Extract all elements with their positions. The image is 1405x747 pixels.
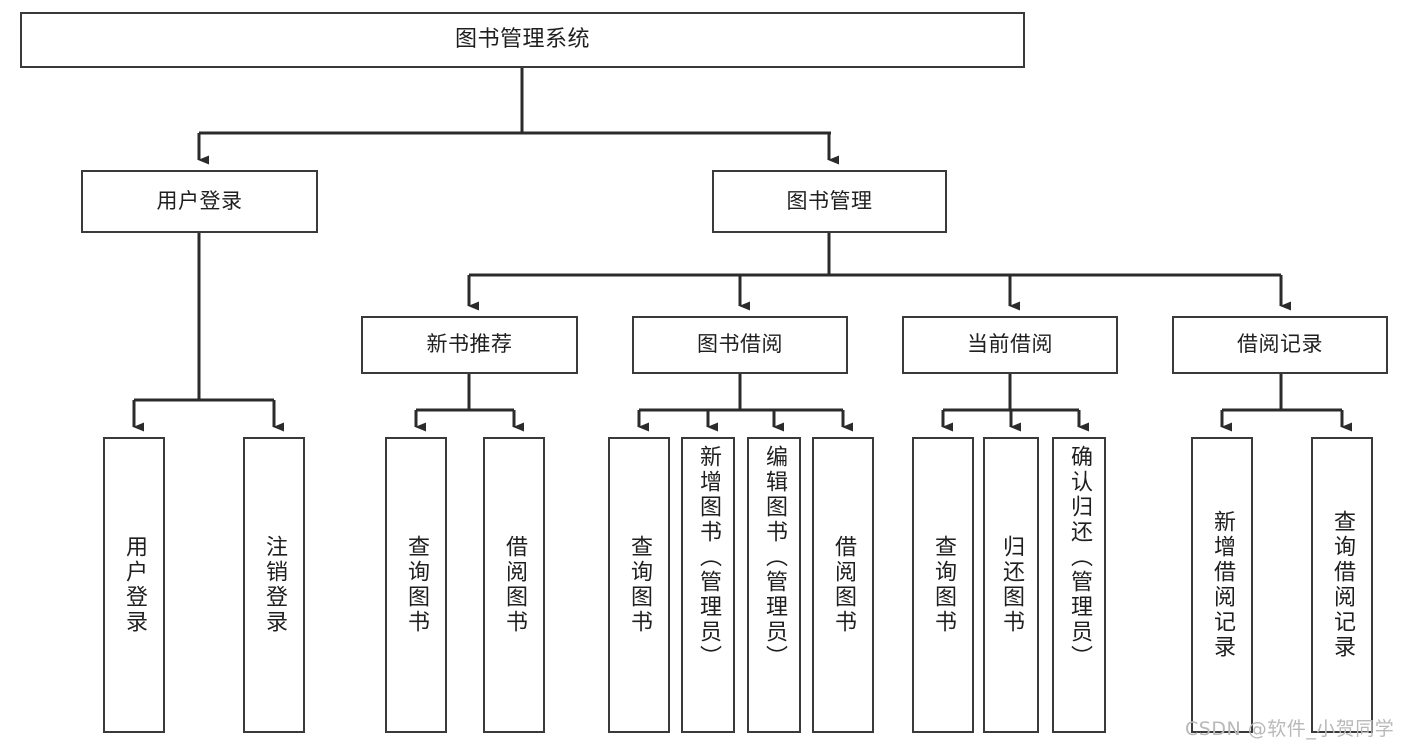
node-label: 借阅图书 — [501, 535, 527, 635]
leaf-add-borrow-record[interactable]: 新增借阅记录 — [1191, 437, 1253, 733]
leaf-query-borrow-record[interactable]: 查询借阅记录 — [1311, 437, 1373, 733]
node-label: 查询图书 — [930, 535, 956, 635]
node-user-login[interactable]: 用户登录 — [81, 170, 318, 233]
leaf-borrow-books[interactable]: 借阅图书 — [812, 437, 874, 733]
node-new-book-recommend[interactable]: 新书推荐 — [361, 316, 578, 374]
node-borrow-record[interactable]: 借阅记录 — [1172, 316, 1388, 374]
node-label: 查询图书 — [626, 535, 652, 635]
node-label: 新增借阅记录 — [1209, 510, 1235, 660]
leaf-add-book-admin[interactable]: 新增图书（管理员） — [681, 437, 735, 733]
leaf-borrow-books-recommend[interactable]: 借阅图书 — [483, 437, 545, 733]
node-book-borrow[interactable]: 图书借阅 — [632, 316, 848, 374]
node-label: 新增图书（管理员） — [695, 445, 721, 670]
leaf-query-books-current[interactable]: 查询图书 — [912, 437, 974, 733]
node-current-borrow[interactable]: 当前借阅 — [902, 316, 1118, 374]
node-label: 归还图书 — [998, 535, 1024, 635]
node-book-management[interactable]: 图书管理 — [712, 170, 947, 233]
node-label: 图书管理系统 — [454, 26, 590, 52]
leaf-user-logout[interactable]: 注销登录 — [243, 437, 305, 733]
leaf-confirm-return-admin[interactable]: 确认归还（管理员） — [1052, 437, 1106, 733]
node-label: 用户登录 — [121, 535, 147, 635]
node-label: 查询图书 — [403, 535, 429, 635]
node-label: 图书管理 — [786, 188, 873, 213]
node-label: 用户登录 — [156, 188, 243, 213]
node-root-system[interactable]: 图书管理系统 — [20, 12, 1025, 68]
csdn-watermark: CSDN @软件_小贺同学 — [1185, 718, 1395, 740]
node-label: 借阅记录 — [1237, 332, 1323, 357]
node-label: 新书推荐 — [426, 332, 513, 357]
node-label: 图书借阅 — [697, 332, 783, 357]
node-label: 编辑图书（管理员） — [761, 445, 787, 670]
leaf-user-login[interactable]: 用户登录 — [103, 437, 165, 733]
node-label: 当前借阅 — [967, 332, 1053, 357]
node-label: 查询借阅记录 — [1329, 510, 1355, 660]
leaf-query-books-recommend[interactable]: 查询图书 — [385, 437, 447, 733]
leaf-return-books[interactable]: 归还图书 — [983, 437, 1039, 733]
node-label: 借阅图书 — [830, 535, 856, 635]
node-label: 注销登录 — [261, 535, 287, 635]
leaf-query-books-borrow[interactable]: 查询图书 — [608, 437, 670, 733]
leaf-edit-book-admin[interactable]: 编辑图书（管理员） — [747, 437, 801, 733]
node-label: 确认归还（管理员） — [1066, 445, 1092, 670]
